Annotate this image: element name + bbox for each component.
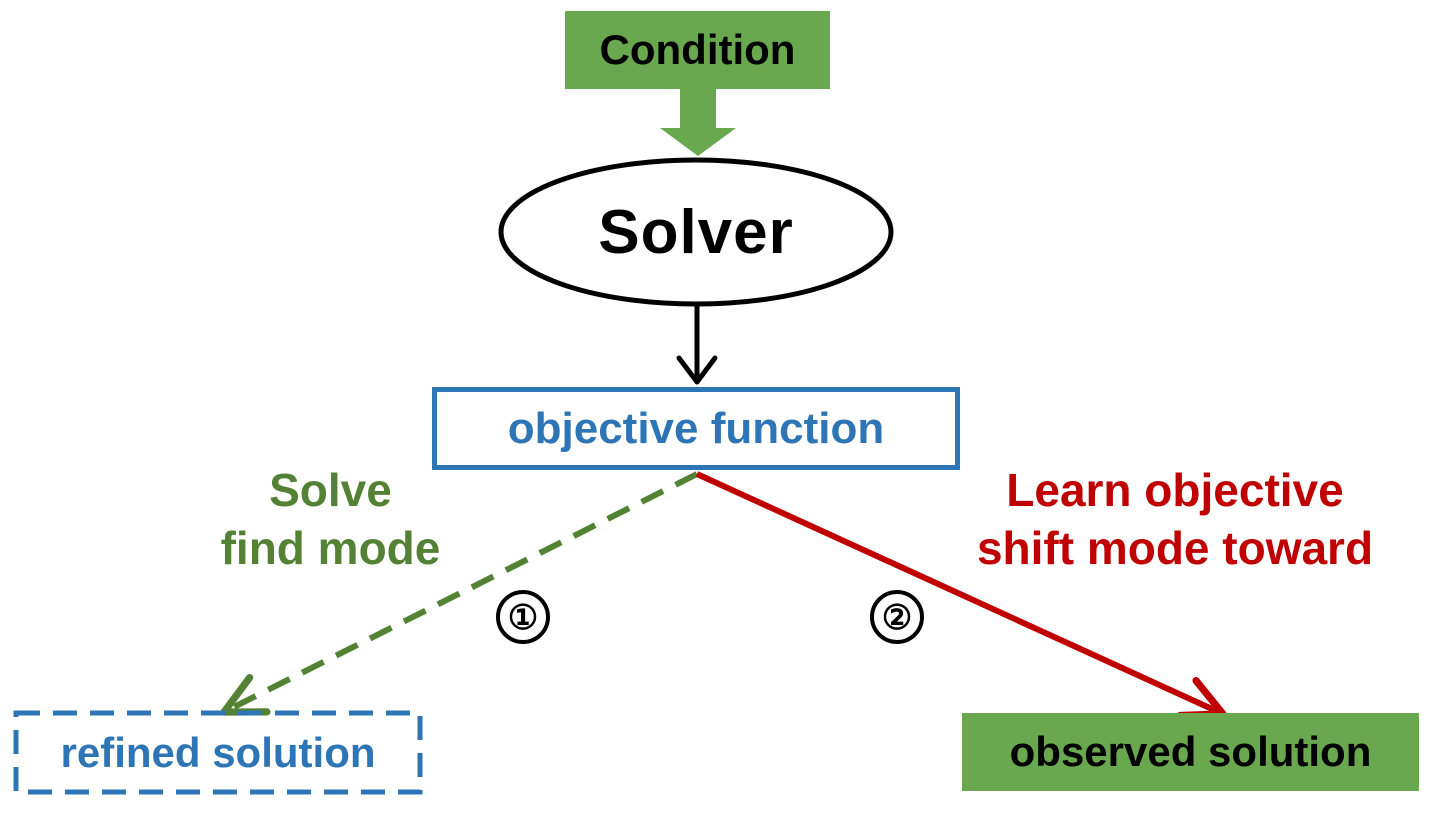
solver-node-label: Solver: [598, 198, 794, 267]
learn-label-line-1: Learn objective: [1006, 464, 1344, 516]
solver-to-objective-arrow: [676, 302, 718, 385]
condition-to-solver-arrow: [660, 89, 736, 156]
solve-step-circle: [496, 590, 550, 644]
solve-step-marker: ①: [507, 599, 539, 637]
solve-label-line-2: find mode: [220, 522, 441, 574]
learn-objective-arrow: [695, 471, 1227, 720]
refined-solution-dashed-border: [13, 710, 423, 795]
learn-step-marker: ②: [881, 599, 913, 637]
learn-label-line-2: shift mode toward: [976, 522, 1374, 574]
solve-edge-label: Solve find mode: [188, 461, 473, 581]
observed-solution-node: observed solution: [962, 713, 1419, 791]
solve-dashed-arrow: [220, 471, 699, 716]
learn-step-circle: [870, 590, 924, 644]
learn-edge-label: Learn objective shift mode toward: [925, 461, 1425, 581]
condition-node: Condition: [565, 11, 830, 89]
refined-solution-node: refined solution: [60, 729, 376, 776]
solve-label-line-1: Solve: [269, 464, 392, 516]
objective-function-node: objective function: [432, 387, 960, 470]
